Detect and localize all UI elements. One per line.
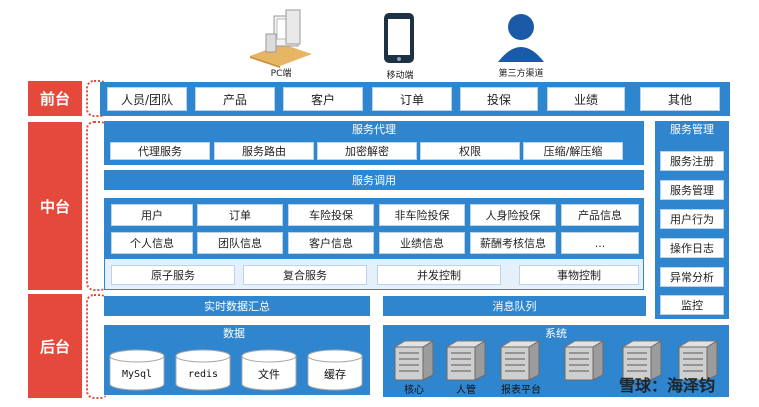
pc-device: PC端 (246, 8, 316, 79)
front-item: 业绩 (547, 87, 625, 111)
front-band: 人员/团队 产品 客户 订单 投保 业绩 其他 (100, 82, 730, 116)
proxy-item: 代理服务 (110, 142, 210, 160)
mobile-device: 移动端 (370, 12, 430, 81)
business-item: 产品信息 (561, 204, 639, 226)
proxy-item: 权限 (420, 142, 520, 160)
data-title: 数据 (223, 327, 245, 340)
server-icon (499, 340, 541, 381)
server-icon (393, 340, 435, 381)
service-management-title: 服务管理 (670, 123, 714, 136)
mgmt-item: 用户行为 (660, 209, 724, 229)
business-grid: 用户 订单 车险投保 非车险投保 人身险投保 产品信息 个人信息 团队信息 客户… (105, 199, 643, 259)
business-item: 车险投保 (288, 204, 374, 226)
atomic-item: 并发控制 (377, 265, 501, 285)
data-panel: 数据 MySql redis 文件 缓存 (104, 325, 370, 395)
front-item: 人员/团队 (107, 87, 187, 111)
mobile-icon (384, 13, 414, 63)
business-item: 业绩信息 (379, 232, 465, 254)
proxy-item: 服务路由 (214, 142, 314, 160)
database-label: redis (187, 368, 219, 380)
server-icon (621, 340, 663, 381)
back-layer-label: 后台 (28, 294, 82, 398)
third-party-label: 第三方渠道 (498, 68, 544, 79)
mobile-label: 移动端 (386, 70, 414, 81)
service-proxy-title: 服务代理 (352, 123, 396, 136)
front-bracket (86, 80, 108, 117)
server-icon (677, 340, 719, 381)
front-item: 订单 (372, 87, 452, 111)
watermark: 雪球：海泽钧 (618, 376, 715, 395)
third-party-device: 第三方渠道 (486, 12, 556, 80)
database-label: 缓存 (324, 368, 346, 381)
proxy-item: 加密解密 (317, 142, 417, 160)
system-label: 报表平台 (501, 384, 541, 396)
system-label: 核心 (404, 384, 424, 396)
realtime-data-bar: 实时数据汇总 (104, 296, 370, 316)
front-item: 客户 (283, 87, 363, 111)
atomic-item: 事物控制 (519, 265, 639, 285)
business-item: 订单 (197, 204, 283, 226)
database-icon (175, 349, 231, 391)
business-item: 个人信息 (111, 232, 193, 254)
back-bracket (86, 294, 108, 399)
business-item: 人身险投保 (470, 204, 556, 226)
mgmt-item: 异常分析 (660, 267, 724, 287)
atomic-item: 复合服务 (243, 265, 367, 285)
front-item: 产品 (195, 87, 275, 111)
front-item: 投保 (460, 87, 538, 111)
business-item: 团队信息 (197, 232, 283, 254)
business-services-panel: 用户 订单 车险投保 非车险投保 人身险投保 产品信息 个人信息 团队信息 客户… (104, 198, 644, 290)
database-icon (241, 349, 297, 391)
front-item: 其他 (640, 87, 720, 111)
business-item: 非车险投保 (379, 204, 465, 226)
middle-bracket (86, 121, 108, 291)
pc-label: PC端 (270, 68, 292, 79)
business-item: ... (561, 232, 639, 254)
database-icon (109, 349, 165, 391)
atomic-item: 原子服务 (111, 265, 235, 285)
service-proxy-panel: 服务代理 代理服务 服务路由 加密解密 权限 压缩/解压缩 (104, 121, 644, 165)
user-icon (498, 14, 544, 62)
database-label: 文件 (258, 368, 280, 381)
business-item: 薪酬考核信息 (470, 232, 556, 254)
server-icon (445, 340, 487, 381)
proxy-item: 压缩/解压缩 (523, 142, 623, 160)
system-label: 人管 (456, 384, 476, 396)
mgmt-item: 操作日志 (660, 238, 724, 258)
server-icon (563, 340, 605, 381)
business-item: 用户 (111, 204, 193, 226)
service-invoke-bar: 服务调用 (104, 170, 644, 190)
service-management-panel: 服务管理 服务注册 服务管理 用户行为 操作日志 异常分析 监控 (655, 121, 729, 319)
database-icon (307, 349, 363, 391)
front-layer-label: 前台 (28, 81, 82, 116)
mgmt-item: 监控 (660, 295, 724, 315)
system-panel: 系统 核心 人管 (383, 325, 729, 397)
business-item: 客户信息 (288, 232, 374, 254)
message-queue-bar: 消息队列 (383, 296, 646, 316)
mgmt-item: 服务注册 (660, 151, 724, 171)
middle-layer-label: 中台 (28, 122, 82, 290)
system-title: 系统 (545, 327, 567, 340)
mgmt-item: 服务管理 (660, 180, 724, 200)
pc-icon (250, 9, 312, 68)
database-label: MySql (121, 368, 153, 380)
